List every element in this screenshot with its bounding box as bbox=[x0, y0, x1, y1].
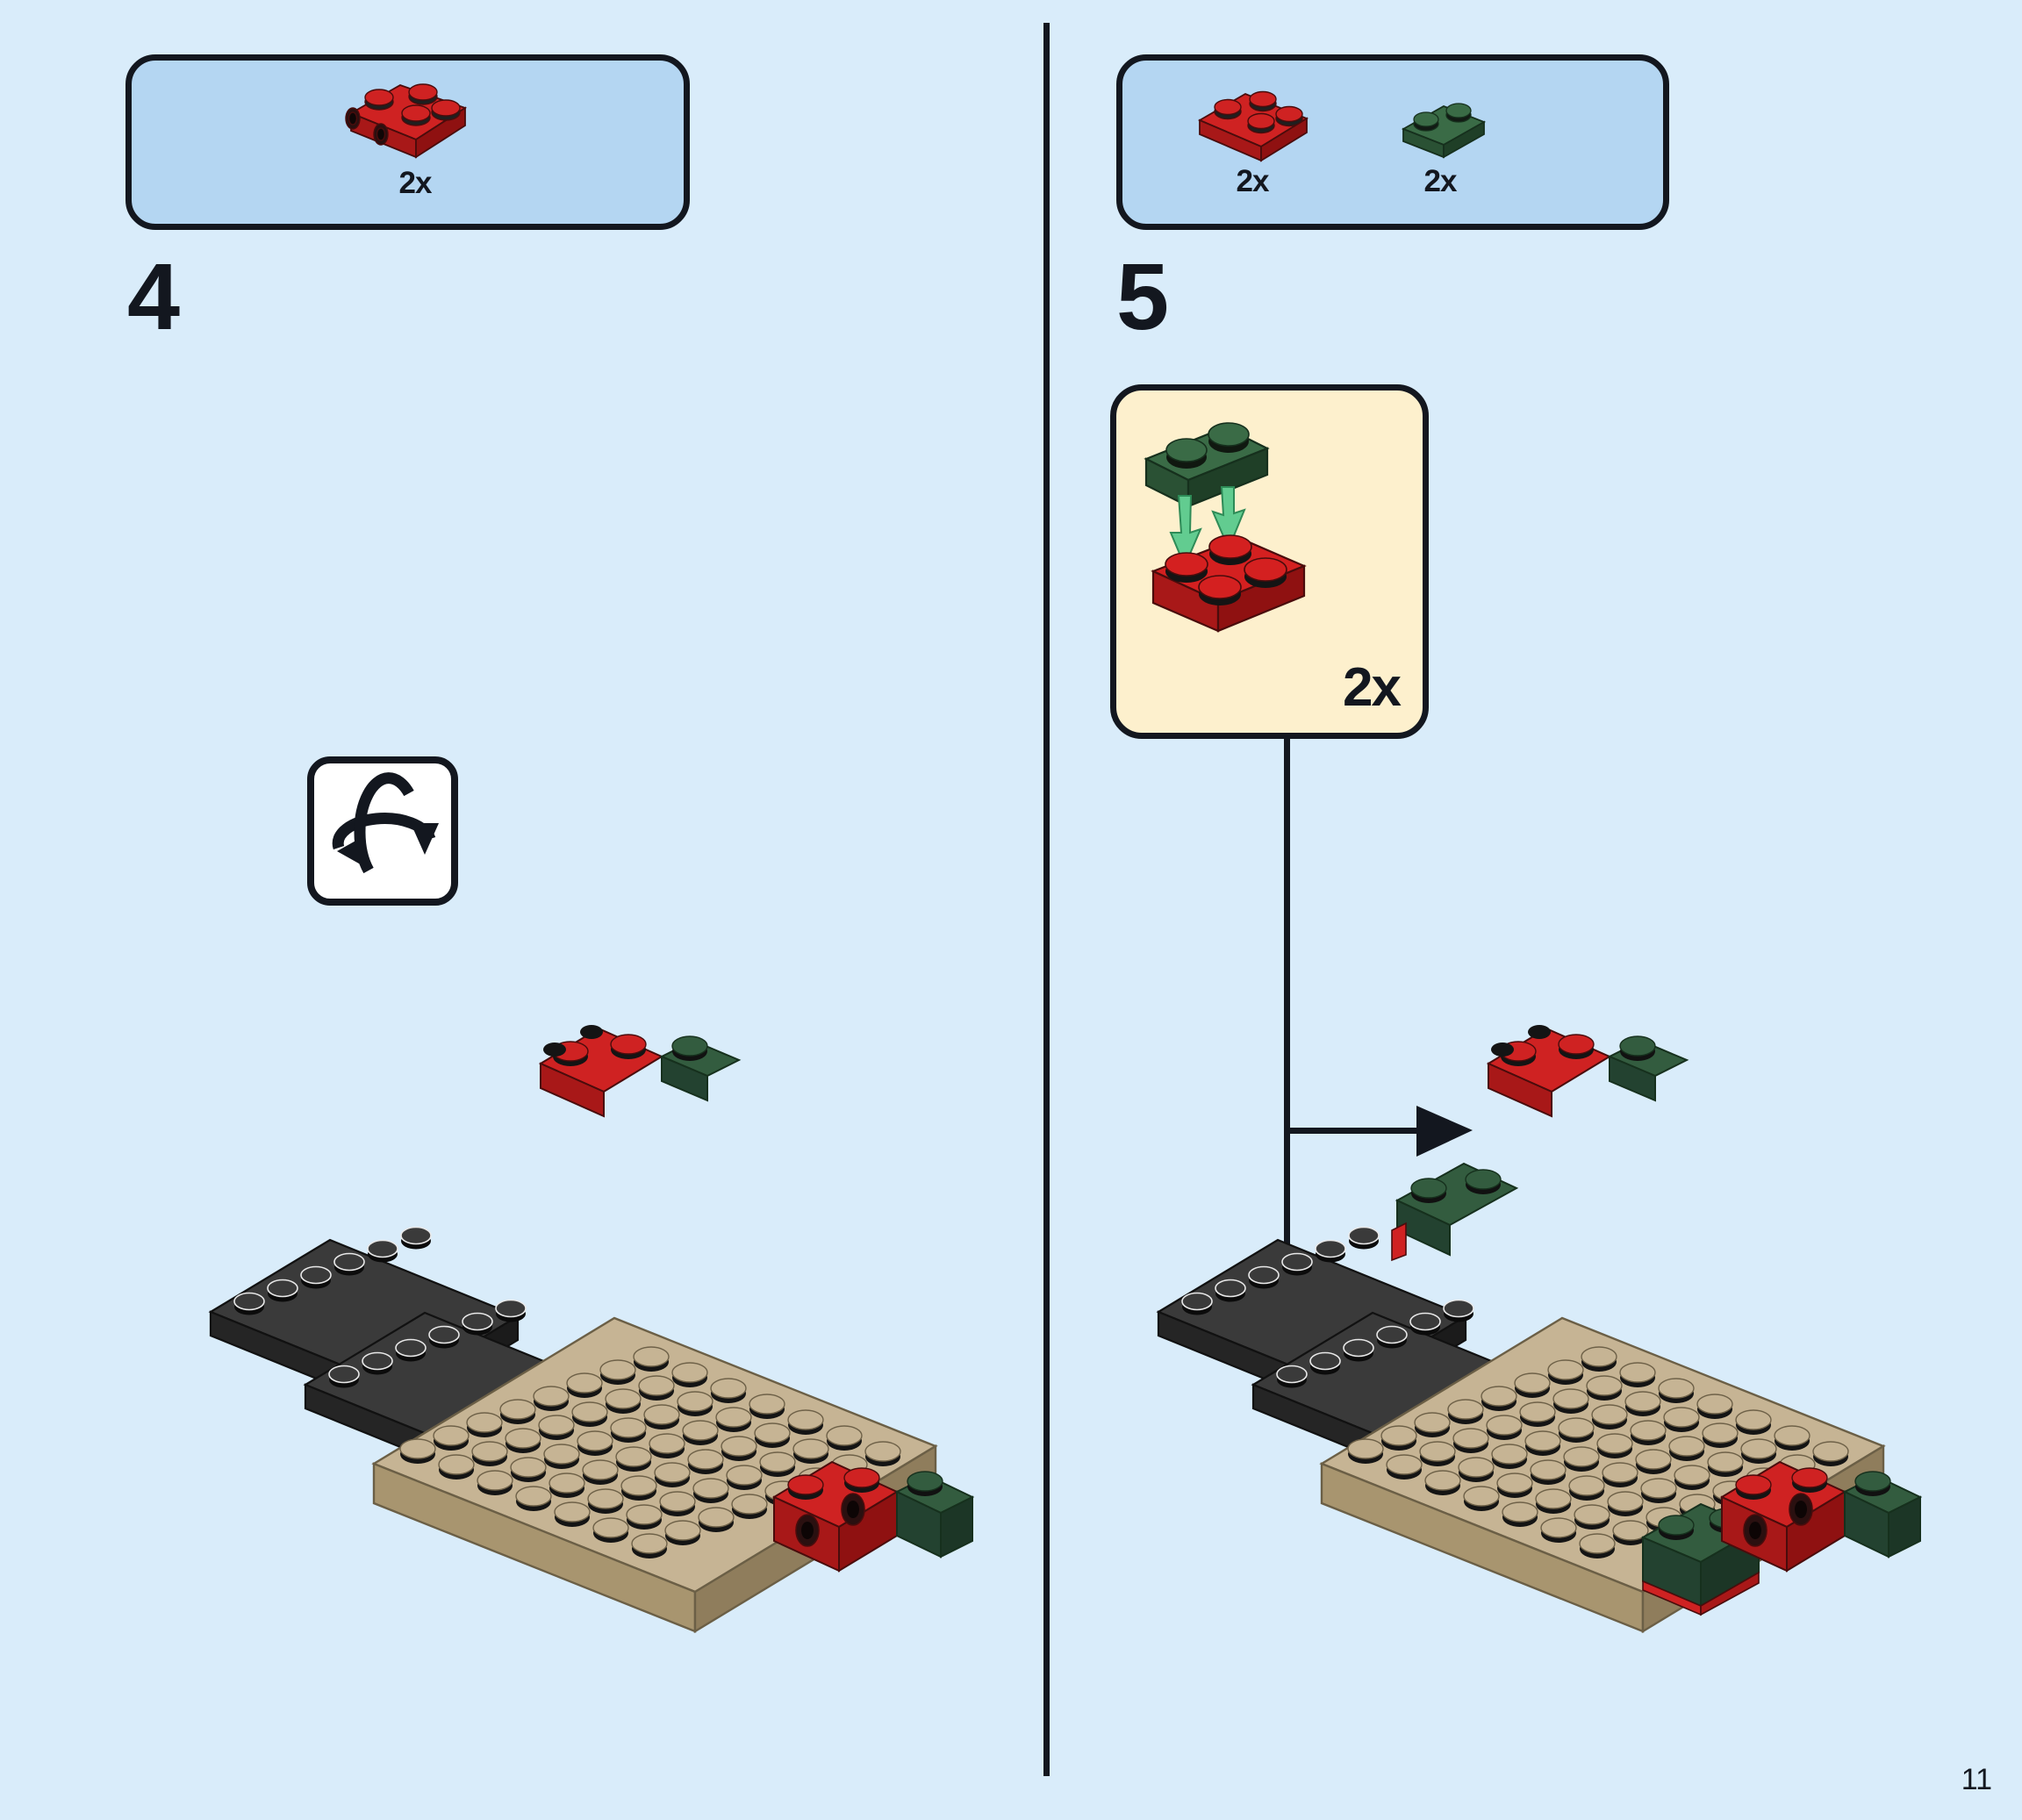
added-green-1x2-plate-top bbox=[1395, 1162, 1519, 1257]
rotate-arrow-down bbox=[411, 823, 439, 855]
rotate-model-icon-box bbox=[307, 756, 458, 906]
red-2x2-plate-icon bbox=[1197, 90, 1309, 162]
part-entry-red-2x2-side-studs: 2x bbox=[332, 68, 498, 198]
callout-leader-branch-1 bbox=[1284, 1128, 1424, 1134]
page-number: 11 bbox=[1961, 1763, 1992, 1796]
callout-leader-trunk bbox=[1284, 739, 1290, 1386]
callout-arrowhead-1 bbox=[1415, 1102, 1485, 1160]
parts-box-step-5: 2x 2x bbox=[1116, 54, 1669, 230]
red-2x2-plate-with-side-studs-icon bbox=[345, 83, 468, 159]
red-2x2-plate-bottom-corner bbox=[771, 1460, 900, 1573]
green-1x2-plate-bottom-corner bbox=[894, 1471, 975, 1558]
callout-red-2x2-plate bbox=[1151, 534, 1307, 633]
subassembly-callout-box-step-5: 2x bbox=[1110, 384, 1429, 739]
assembly-arrow-right bbox=[1211, 486, 1246, 551]
assembly-step-5 bbox=[1150, 1000, 1957, 1634]
red-2x2-plate-top-corner bbox=[1486, 1025, 1612, 1118]
subassembly-diagram bbox=[1144, 422, 1307, 633]
callout-count-label: 2x bbox=[1343, 657, 1402, 718]
part-count-label: 2x bbox=[1423, 164, 1458, 198]
step-number-5: 5 bbox=[1116, 243, 1169, 349]
green-1x2-plate-top-corner bbox=[659, 1035, 742, 1102]
part-entry-red-2x2-plate: 2x bbox=[1165, 71, 1340, 197]
rotate-model-icon bbox=[332, 772, 439, 874]
red-2x2-plate-bottom-corner bbox=[1719, 1460, 1847, 1573]
green-1x2-plate-icon bbox=[1401, 103, 1487, 159]
part-count-label: 2x bbox=[1236, 164, 1270, 198]
red-edge-bottom bbox=[1642, 1571, 1760, 1616]
green-1x2-plate-top-corner bbox=[1607, 1035, 1689, 1102]
assembly-step-4 bbox=[202, 1000, 1009, 1634]
step-number-4: 4 bbox=[127, 243, 180, 349]
assembly-arrow-left bbox=[1169, 495, 1202, 569]
rotate-arrow-left bbox=[337, 835, 365, 867]
part-entry-green-1x2-plate: 2x bbox=[1352, 87, 1528, 197]
callout-green-1x2-plate bbox=[1144, 422, 1270, 508]
page-divider bbox=[1043, 23, 1050, 1776]
red-2x2-plate-top-corner bbox=[538, 1025, 664, 1118]
parts-box-step-4: 2x bbox=[125, 54, 690, 230]
green-1x2-plate-bottom-corner bbox=[1842, 1471, 1923, 1558]
part-count-label: 2x bbox=[398, 166, 433, 200]
red-sliver-edge bbox=[1391, 1222, 1407, 1262]
